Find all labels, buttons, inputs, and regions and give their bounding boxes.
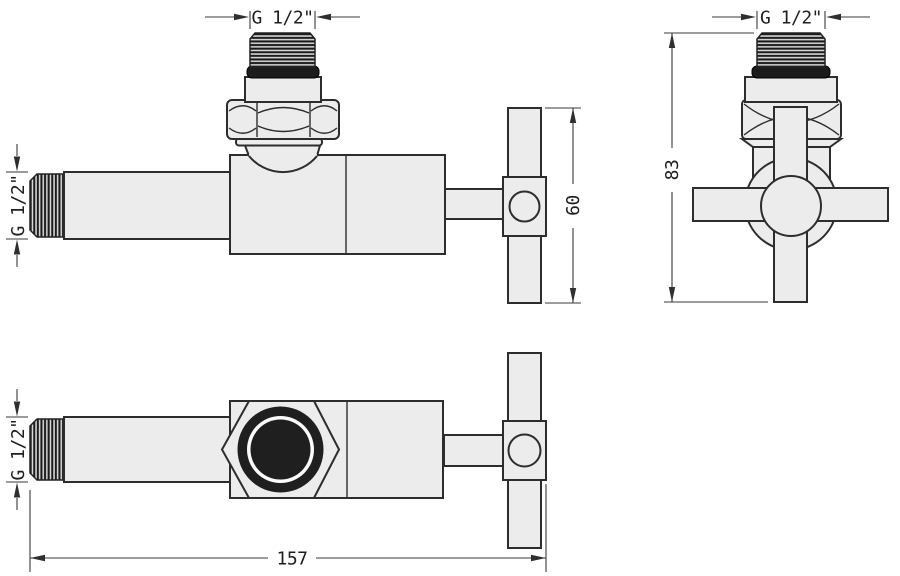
side-dome-fill: [249, 154, 317, 173]
side-body-outline: [229, 154, 446, 255]
bottom-valve-seat: [237, 406, 324, 493]
dim-height-83: 83: [662, 32, 768, 303]
view-side: G 1/2" G 1/2" 60: [6, 8, 584, 304]
bottom-handle-hub: [502, 420, 547, 481]
dim-handle-60: 60: [545, 107, 584, 304]
label-bottom-thread-left: G 1/2": [8, 418, 29, 480]
side-collar: [244, 76, 322, 103]
view-front: G 1/2" 83: [662, 8, 889, 303]
label-handle-height: 60: [563, 195, 584, 216]
front-collar: [744, 76, 838, 103]
dim-side-thread-top: G 1/2": [205, 8, 360, 29]
front-seal-ring: [751, 65, 831, 79]
bottom-hub-screw: [507, 433, 542, 468]
view-bottom: G 1/2" 157: [6, 352, 547, 572]
side-hub-screw: [508, 190, 541, 223]
front-top-thread: [756, 32, 826, 68]
front-handle-hub: [760, 175, 822, 237]
side-left-pipe: [63, 171, 231, 240]
side-left-thread: [29, 173, 65, 238]
side-union-nut: [226, 99, 340, 140]
side-body-fill: [230, 155, 445, 254]
dim-front-thread-top: G 1/2": [712, 8, 870, 29]
bottom-left-pipe: [63, 416, 231, 483]
label-side-thread-left: G 1/2": [8, 174, 29, 236]
bottom-left-thread: [29, 418, 65, 481]
side-handle-stem: [443, 188, 504, 220]
label-overall-length: 157: [276, 549, 307, 570]
dim-bottom-thread-left: G 1/2": [6, 389, 29, 510]
side-dome-arc: [248, 155, 318, 173]
label-side-thread-top: G 1/2": [251, 8, 313, 29]
dim-length-157: 157: [29, 484, 547, 572]
front-neck-sides: [752, 146, 831, 181]
side-seal-ring: [246, 65, 320, 79]
bottom-handle-stem: [443, 434, 504, 467]
dim-side-thread-left: G 1/2": [6, 144, 29, 267]
label-front-thread-top: G 1/2": [760, 8, 822, 29]
label-overall-height: 83: [662, 160, 683, 181]
side-top-thread: [249, 32, 316, 68]
